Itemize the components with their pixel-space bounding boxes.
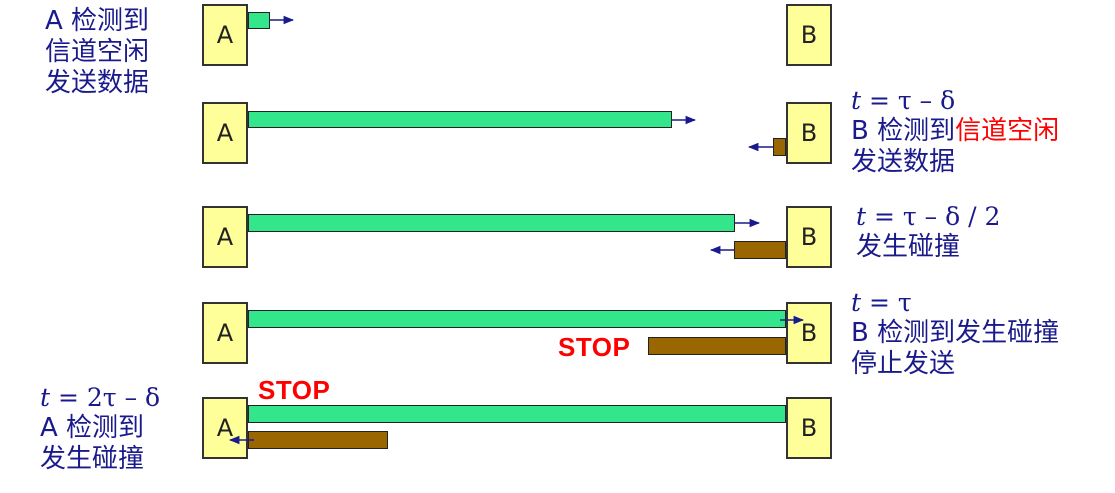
row2-time-expr: = τ – δ	[861, 86, 956, 115]
station-a-label: A	[216, 21, 234, 49]
station-a-row3: A	[202, 206, 248, 268]
station-b-row2: B	[786, 102, 832, 164]
row4-time-expr: = τ	[861, 288, 912, 317]
signal-a-row1	[248, 12, 270, 29]
row3-time-var: t	[856, 202, 867, 231]
station-b-label: B	[800, 319, 818, 347]
row4-time-var: t	[851, 288, 862, 317]
row3-note-line2: 发生碰撞	[856, 232, 961, 262]
signal-a-row4	[248, 310, 786, 328]
signal-b-row3	[734, 241, 786, 259]
station-b-label: B	[800, 119, 818, 147]
signal-a-row3	[248, 214, 735, 232]
station-a-label: A	[216, 223, 234, 251]
row2-note-line2-prefix: B 检测到	[851, 116, 956, 146]
row4-note-line2: B 检测到发生碰撞	[851, 318, 1060, 348]
signal-b-row2	[773, 138, 786, 156]
row1-note: A 检测到 信道空闲 发送数据	[45, 6, 149, 99]
row4-note-line3: 停止发送	[851, 349, 956, 379]
row2-time-var: t	[851, 86, 862, 115]
row2-note-line2: B 检测到信道空闲	[851, 116, 1059, 147]
row1-note-line1: A 检测到	[45, 6, 150, 36]
station-b-label: B	[800, 223, 818, 251]
station-b-row1: B	[786, 4, 832, 66]
row2-note-line2-highlight: 信道空闲	[955, 116, 1060, 146]
row5-note-line3: 发生碰撞	[40, 444, 145, 474]
row3-time: t = τ – δ / 2	[856, 201, 1000, 232]
row4-note: t = τ B 检测到发生碰撞 停止发送	[851, 287, 1059, 380]
station-a-label: A	[216, 119, 234, 147]
row5-time-expr: = 2τ – δ	[50, 383, 161, 412]
row5-time: t = 2τ – δ	[40, 382, 160, 413]
station-a-row1: A	[202, 4, 248, 66]
row5-note-line2: A 检测到	[40, 413, 145, 443]
station-a-label: A	[216, 414, 234, 442]
station-b-row4: B	[786, 302, 832, 364]
signal-a-row5	[248, 405, 786, 423]
row2-note-line3: 发送数据	[851, 147, 956, 177]
row3-time-expr: = τ – δ / 2	[866, 202, 1001, 231]
row3-note: t = τ – δ / 2 发生碰撞	[856, 201, 1000, 263]
row1-note-line3: 发送数据	[45, 68, 150, 98]
station-a-label: A	[216, 319, 234, 347]
station-a-row4: A	[202, 302, 248, 364]
signal-a-row2	[248, 111, 672, 128]
stop-label-a: STOP	[258, 375, 331, 405]
station-b-label: B	[800, 414, 818, 442]
signal-b-row4	[648, 337, 786, 355]
station-b-row3: B	[786, 206, 832, 268]
station-b-row5: B	[786, 397, 832, 459]
station-a-row2: A	[202, 102, 248, 164]
row4-time: t = τ	[851, 287, 1059, 318]
row2-time: t = τ – δ	[851, 85, 1059, 116]
row5-note: t = 2τ – δ A 检测到 发生碰撞	[40, 382, 160, 475]
stop-label-b: STOP	[558, 332, 631, 362]
row2-note: t = τ – δ B 检测到信道空闲 发送数据	[851, 85, 1059, 178]
row5-time-var: t	[40, 383, 51, 412]
row1-note-line2: 信道空闲	[45, 37, 150, 67]
station-a-row5: A	[202, 397, 248, 459]
station-b-label: B	[800, 21, 818, 49]
